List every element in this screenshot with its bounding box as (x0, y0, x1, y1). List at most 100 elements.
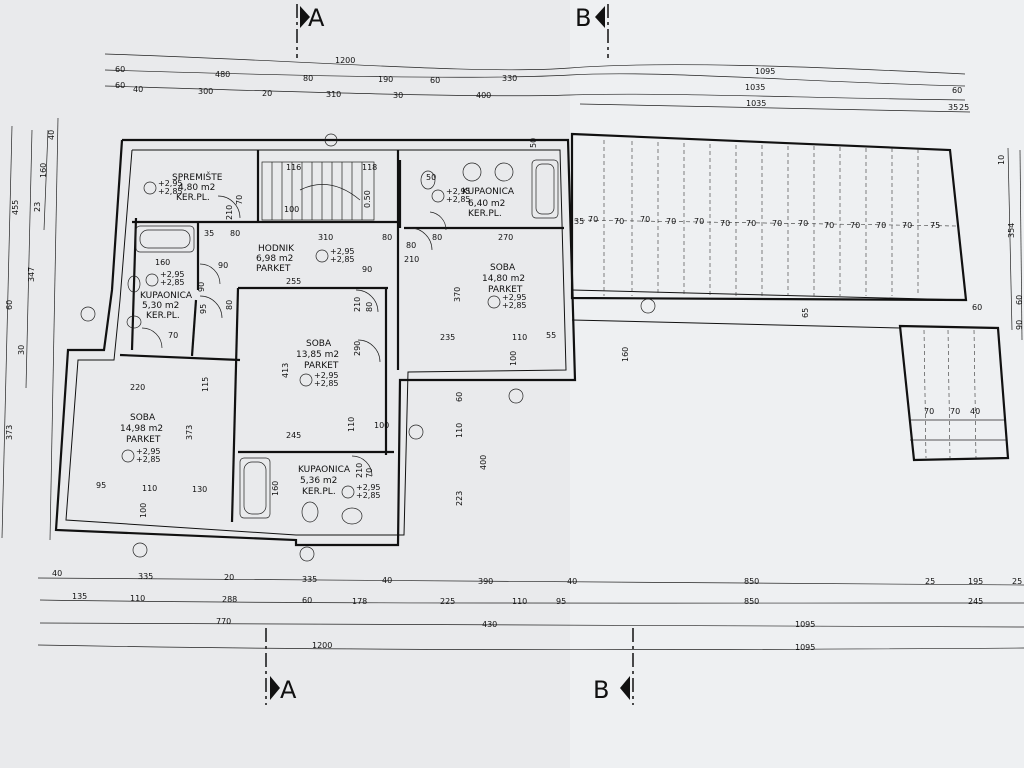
dim-interior: 60 (972, 303, 982, 312)
level-marker-icon (299, 373, 313, 387)
staircase (261, 133, 375, 221)
room-floor: PARKET (304, 361, 339, 371)
dim-interior: 255 (286, 277, 301, 286)
level-marker-icon (341, 485, 355, 499)
room-level-bottom: +2,85 (356, 491, 381, 500)
svg-text:70: 70 (772, 219, 782, 228)
dim-top-16: 60 (952, 86, 962, 95)
room-area: 6,40 m2 (468, 199, 505, 209)
svg-text:70: 70 (902, 221, 912, 230)
bathtub-icon (239, 457, 271, 519)
left-dimension-lines: 455 347 373 160 40 23 60 30 (1, 117, 59, 541)
dim-interior: 413 (281, 363, 290, 378)
svg-text:70: 70 (950, 407, 960, 416)
dim-interior: 70 (168, 331, 178, 340)
dim-interior: 65 (801, 308, 810, 318)
dim-interior: 370 (453, 287, 462, 302)
interior-dimensions: 116 118 0.50 100 210 70 80 160 35 80 310… (96, 138, 982, 518)
svg-text:70: 70 (694, 217, 704, 226)
dim-bottom-21: 245 (968, 597, 983, 606)
dim-interior: 75 (930, 221, 940, 230)
house-walls (54, 138, 577, 547)
room-floor: PARKET (126, 435, 161, 445)
dim-bottom-6: 390 (478, 577, 493, 586)
dim-left-2: 347 (27, 267, 36, 282)
svg-text:70: 70 (666, 217, 676, 226)
dim-bottom-9: 25 (925, 577, 935, 586)
room-soba-2: SOBA 13,85 m2 PARKET +2,95 +2,85 (296, 339, 339, 388)
section-label-b-top: B (575, 4, 591, 32)
dim-bottom-8: 850 (744, 577, 759, 586)
room-name: SOBA (490, 263, 516, 273)
dim-interior: 80 (432, 233, 442, 242)
dim-left-6: 23 (33, 202, 42, 212)
level-marker-icon (121, 449, 135, 463)
dim-bottom-11: 25 (1012, 577, 1022, 586)
dim-interior: 160 (271, 481, 280, 496)
dim-interior: 210 (404, 255, 419, 264)
dim-top-7: 1095 (755, 67, 775, 76)
dim-top-12: 310 (326, 90, 341, 99)
dim-top-19: 25 (959, 103, 969, 112)
svg-text:70: 70 (824, 221, 834, 230)
toilet-icon (420, 170, 436, 190)
dim-interior: 40 (970, 407, 980, 416)
dim-top-5: 60 (430, 76, 440, 85)
section-label-b-bottom: B (593, 676, 609, 704)
dim-interior: 235 (440, 333, 455, 342)
dim-interior: 35 (204, 229, 214, 238)
room-area: 6,98 m2 (256, 254, 293, 264)
dim-bottom-2: 335 (138, 572, 153, 581)
dim-bottom-4: 335 (302, 575, 317, 584)
room-level-top: +2,95 (136, 447, 161, 456)
dim-bottom-14: 288 (222, 595, 237, 604)
dim-left-5: 40 (47, 130, 56, 140)
dim-interior: 270 (498, 233, 513, 242)
dim-left-7: 60 (5, 300, 14, 310)
room-floor: KER.PL. (302, 487, 336, 497)
right-dimension-lines: 354 10 90 60 (997, 147, 1024, 341)
room-area: 13,85 m2 (296, 350, 339, 360)
top-dimension-lines: 1200 60 480 80 190 60 330 1095 60 40 300… (104, 53, 971, 113)
dim-interior: 210 (355, 463, 364, 478)
dim-bottom-13: 110 (130, 594, 145, 603)
bathtub-icon (135, 225, 195, 253)
room-level-bottom: +2,85 (160, 278, 185, 287)
section-label-a-top: A (308, 4, 325, 32)
room-level-bottom: +2,85 (502, 301, 527, 310)
dim-bottom-23: 430 (482, 620, 497, 629)
dim-top-total: 1200 (335, 56, 355, 65)
level-marker-icon (143, 181, 157, 195)
axis-markers (80, 298, 656, 562)
dim-interior: 110 (512, 333, 527, 342)
room-level-bottom: +2,85 (136, 455, 161, 464)
dim-top-2: 480 (215, 70, 230, 79)
dim-bottom-1: 40 (52, 569, 62, 578)
room-hodnik: HODNIK 6,98 m2 PARKET +2,95 +2,85 (256, 244, 355, 274)
dim-interior: 110 (347, 417, 356, 432)
dim-interior: 80 (365, 302, 374, 312)
dim-interior: 210 (225, 205, 234, 220)
terrace-dimension-row: 70 70 70 70 70 70 70 70 70 70 70 70 70 7… (588, 215, 960, 416)
dim-left-8: 30 (17, 345, 26, 355)
room-name: SOBA (130, 413, 156, 423)
room-area: 5,36 m2 (300, 476, 337, 486)
dim-interior: 373 (185, 425, 194, 440)
dim-top-6: 330 (502, 74, 517, 83)
dim-interior: 290 (353, 341, 362, 356)
dim-interior: 160 (155, 258, 170, 267)
dim-interior: 100 (284, 205, 299, 214)
room-kupaonica-2: KUPAONICA 5,30 m2 KER.PL. +2,95 +2,85 (140, 270, 193, 321)
dim-interior: 210 (353, 297, 362, 312)
section-marker-b-bottom: B (593, 628, 634, 705)
doors (141, 195, 447, 477)
dim-interior: 80 (225, 300, 234, 310)
dim-interior: 310 (318, 233, 333, 242)
dim-interior: 118 (362, 163, 377, 172)
dim-right-4: 60 (1015, 295, 1024, 305)
dim-interior: 50 (529, 138, 538, 148)
paper-fold (570, 0, 1024, 768)
toilet-icon (127, 275, 141, 293)
sink-icon (494, 162, 514, 182)
room-kupaonica-1: KUPAONICA 6,40 m2 KER.PL. +2,95 +2,85 (431, 187, 515, 219)
